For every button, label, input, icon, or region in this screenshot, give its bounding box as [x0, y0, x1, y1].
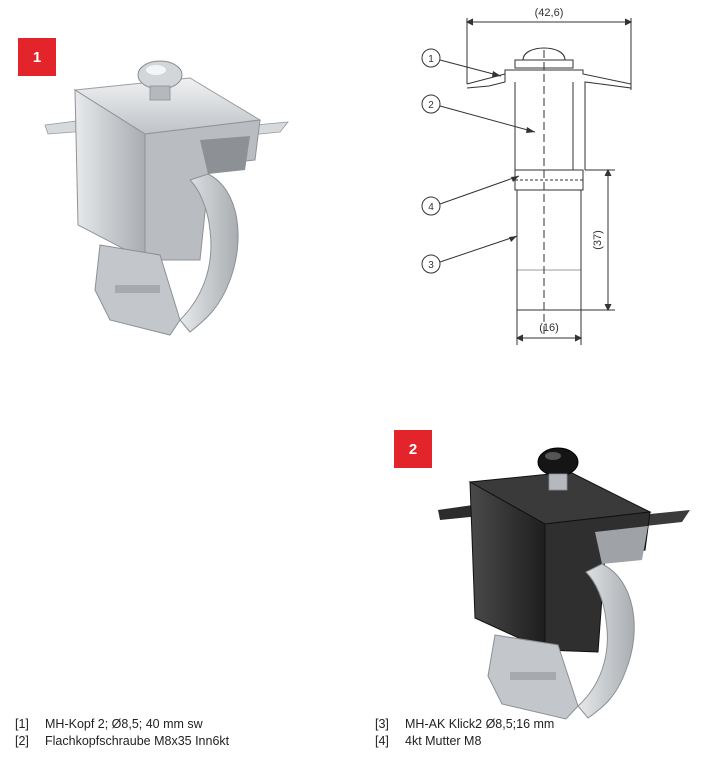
- callout-3: 3: [428, 260, 434, 271]
- legend-text: 4kt Mutter M8: [405, 734, 482, 748]
- callout-4: 4: [428, 202, 434, 213]
- technical-drawing: (42,6) (16) (37) 1 2 4 3: [421, 7, 633, 345]
- callout-2: 2: [428, 100, 434, 111]
- clamp-black-photo: [438, 447, 690, 720]
- legend-number: [4]: [375, 734, 389, 748]
- legend-item: [2] Flachkopfschraube M8x35 Inn6kt: [15, 733, 229, 750]
- legend-text: Flachkopfschraube M8x35 Inn6kt: [45, 734, 230, 748]
- legend-number: [2]: [15, 734, 29, 748]
- legend-text: MH-Kopf 2; Ø8,5; 40 mm sw: [45, 717, 203, 731]
- dimension-right-label: (37): [592, 230, 604, 250]
- dimension-bottom-label: (16): [539, 322, 559, 334]
- callout-1: 1: [428, 54, 434, 65]
- legend-number: [1]: [15, 717, 29, 731]
- badge-2: 2: [394, 430, 432, 468]
- legend-text: MH-AK Klick2 Ø8,5;16 mm: [405, 717, 555, 731]
- legend-item: [4] 4kt Mutter M8: [375, 733, 554, 750]
- legend-item: [3] MH-AK Klick2 Ø8,5;16 mm: [375, 716, 554, 733]
- badge-1: 1: [18, 38, 56, 76]
- legend-item: [1] MH-Kopf 2; Ø8,5; 40 mm sw: [15, 716, 229, 733]
- dimension-top-label: (42,6): [535, 7, 564, 19]
- clamp-silver-photo: [44, 60, 289, 336]
- legend-right: [3] MH-AK Klick2 Ø8,5;16 mm [4] 4kt Mutter…: [375, 716, 554, 750]
- legend-left: [1] MH-Kopf 2; Ø8,5; 40 mm sw [2] Flachkop…: [15, 716, 229, 750]
- legend-number: [3]: [375, 717, 389, 731]
